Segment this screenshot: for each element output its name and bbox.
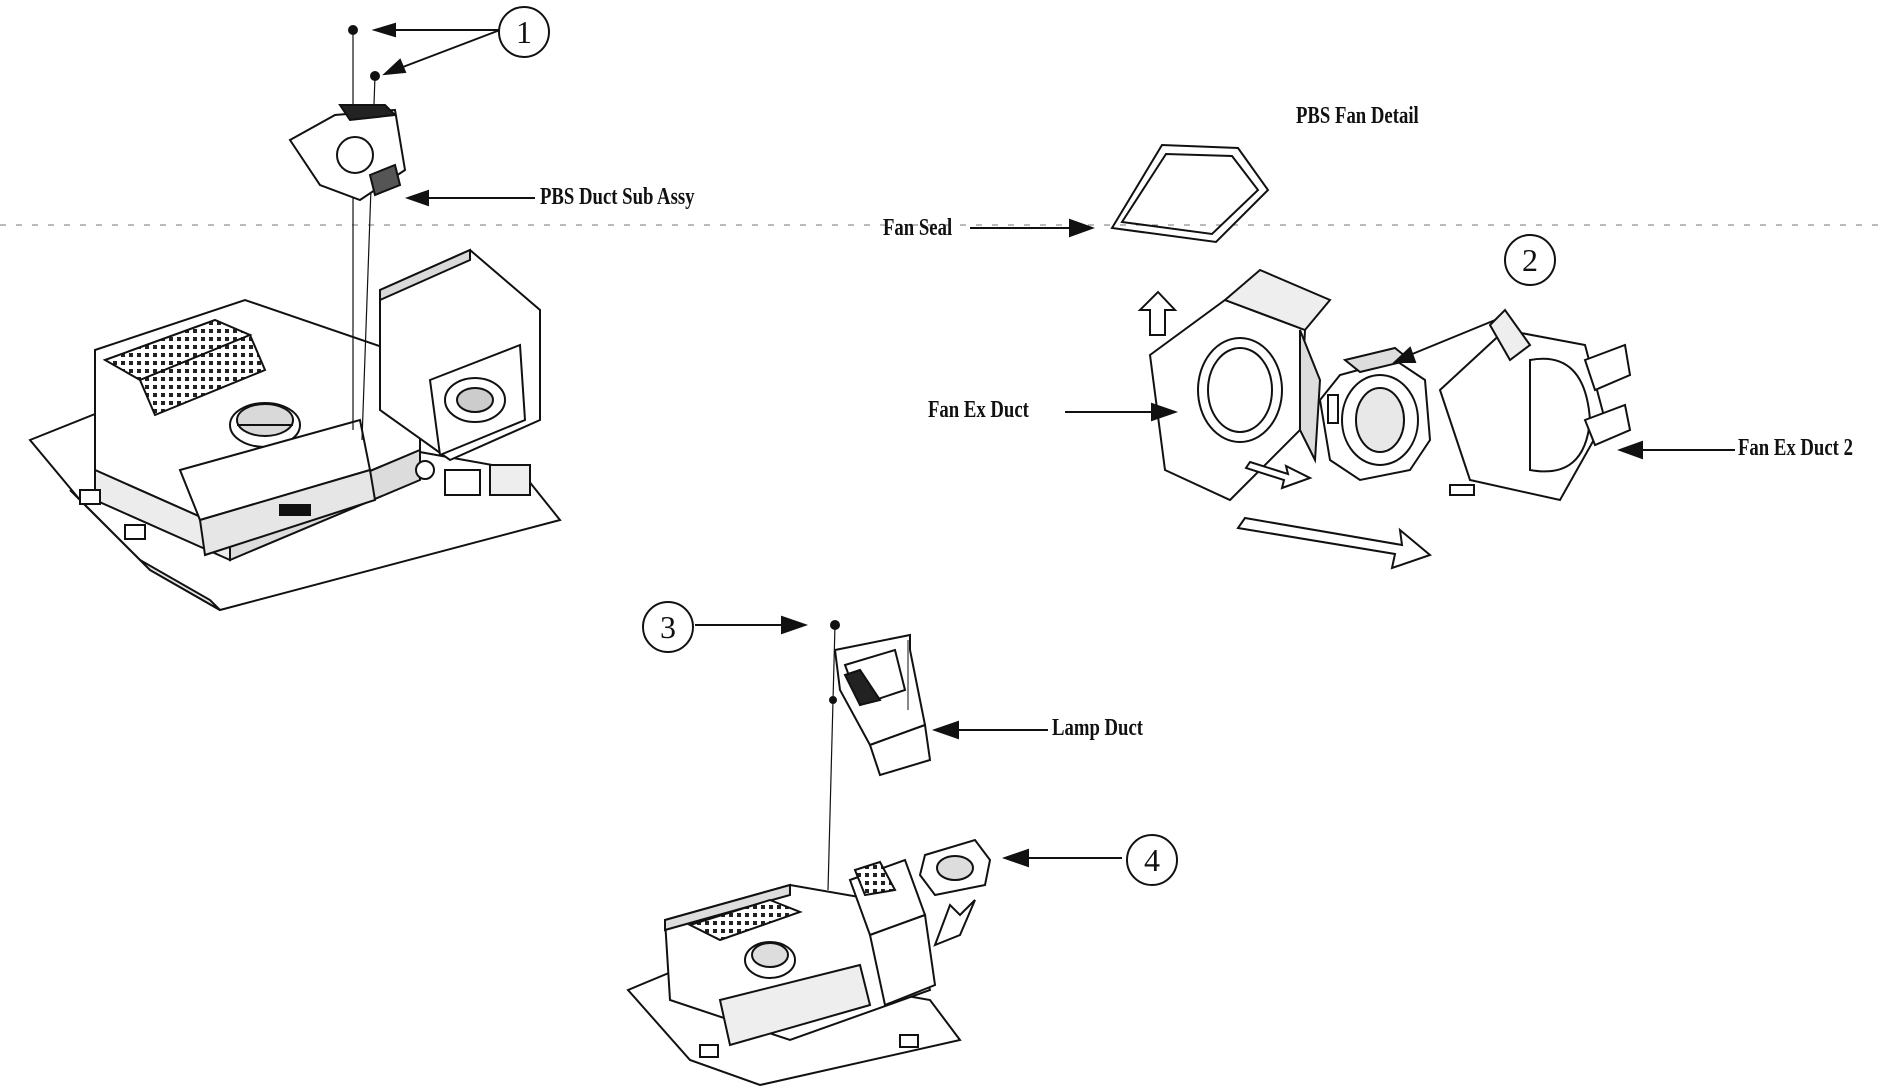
fan-ex-duct-part xyxy=(1148,268,1332,502)
callout-1: 1 xyxy=(498,6,550,58)
callout-2: 2 xyxy=(1504,234,1556,286)
fan-seal-part xyxy=(1110,143,1270,244)
fan-ex-duct-label: Fan Ex Duct xyxy=(928,397,1029,423)
flow-arrow-large-icon xyxy=(1236,516,1433,570)
callout-3-pointer xyxy=(695,615,809,635)
pbs-duct-sub-assy-label: PBS Duct Sub Assy xyxy=(540,184,695,210)
lamp-duct-part xyxy=(833,633,932,777)
callout-1-arrows xyxy=(371,22,501,76)
small-fan-part xyxy=(918,838,992,947)
callout-3: 3 xyxy=(642,601,694,653)
pbs-duct-pointer xyxy=(404,189,535,207)
lamp-duct-pointer xyxy=(931,720,1048,740)
callout-4: 4 xyxy=(1126,834,1178,886)
fan-ex-duct-2-pointer xyxy=(1617,440,1735,460)
main-chassis-assembly xyxy=(28,248,562,612)
pbs-fan-detail-label: PBS Fan Detail xyxy=(1296,103,1419,129)
fan-ex-duct-2-part xyxy=(1438,308,1632,502)
fan-ex-duct-2-label: Fan Ex Duct 2 xyxy=(1738,435,1853,461)
fan-ex-duct-pointer xyxy=(1065,402,1179,422)
lamp-duct-label: Lamp Duct xyxy=(1052,715,1144,741)
screw-callout-3 xyxy=(827,620,840,891)
flow-arrow-small-icon xyxy=(1244,460,1313,490)
fan-seal-label: Fan Seal xyxy=(883,215,953,241)
lower-chassis-assembly xyxy=(626,858,962,1087)
up-arrow-icon xyxy=(1137,290,1178,336)
fan-seal-pointer xyxy=(970,218,1095,238)
fan-part xyxy=(1318,346,1432,482)
pbs-duct-sub-assy-part xyxy=(288,104,407,202)
callout-4-pointer xyxy=(1001,848,1122,868)
callout-2-pointer xyxy=(1392,315,1506,363)
